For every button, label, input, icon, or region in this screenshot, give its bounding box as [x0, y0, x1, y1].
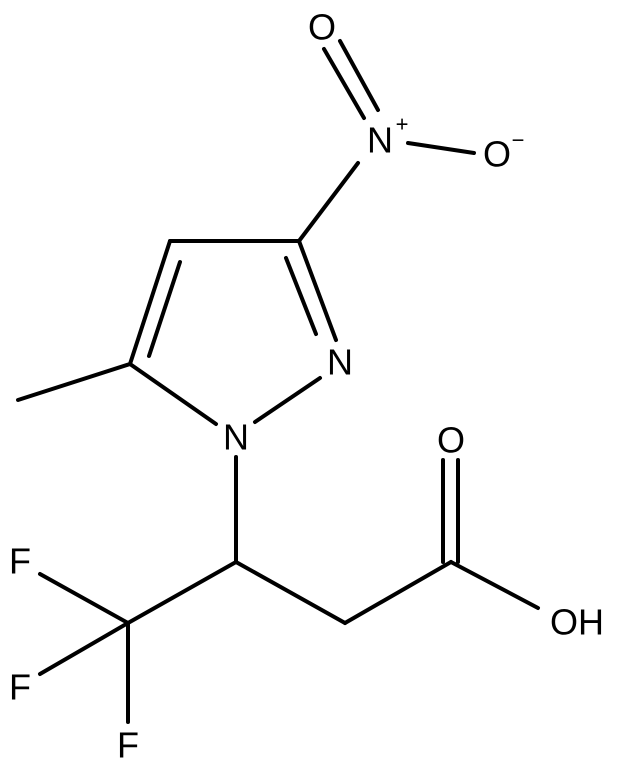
- bond-cf3-f-top: [38, 572, 130, 625]
- atom-n1-ring: N: [223, 417, 249, 458]
- bond-ch-cf3: [126, 560, 238, 625]
- charge-plus-nitro-n: +: [396, 112, 409, 137]
- bond-cf3-f-left: [38, 621, 130, 676]
- atom-o-carbonyl: O: [437, 420, 465, 461]
- bond-nitro-n-o-double-a: [322, 47, 366, 120]
- bond-n1-n2: [253, 376, 322, 424]
- bond-ring-c3-nitro-n: [297, 161, 360, 243]
- bond-nitro-n-o-single: [406, 141, 476, 155]
- bond-ch2-cooh: [343, 560, 453, 625]
- atom-oh-acid: OH: [550, 602, 604, 643]
- bond-n2-c3-inner: [284, 256, 318, 336]
- charge-minus-nitro-o: −: [512, 128, 525, 153]
- bond-nitro-n-o-double-b: [338, 39, 380, 112]
- bond-c4-c5-outer: [128, 239, 172, 366]
- bond-n2-c3-outer: [297, 239, 338, 342]
- atom-o-nitro-top: O: [308, 7, 336, 48]
- bond-c-oh: [449, 560, 540, 610]
- atom-o-nitro-minus: O: [483, 134, 511, 175]
- bond-ch-ch2: [234, 560, 347, 625]
- atom-f-top: F: [9, 541, 31, 582]
- bond-c5-n1: [128, 362, 218, 426]
- bond-c4-c5-inner: [147, 260, 182, 358]
- atom-n-nitro: N: [367, 120, 393, 161]
- atom-f-left: F: [9, 667, 31, 708]
- atom-f-bottom: F: [117, 725, 139, 766]
- atom-n2-ring: N: [327, 342, 353, 383]
- bond-c5-methyl: [16, 362, 132, 402]
